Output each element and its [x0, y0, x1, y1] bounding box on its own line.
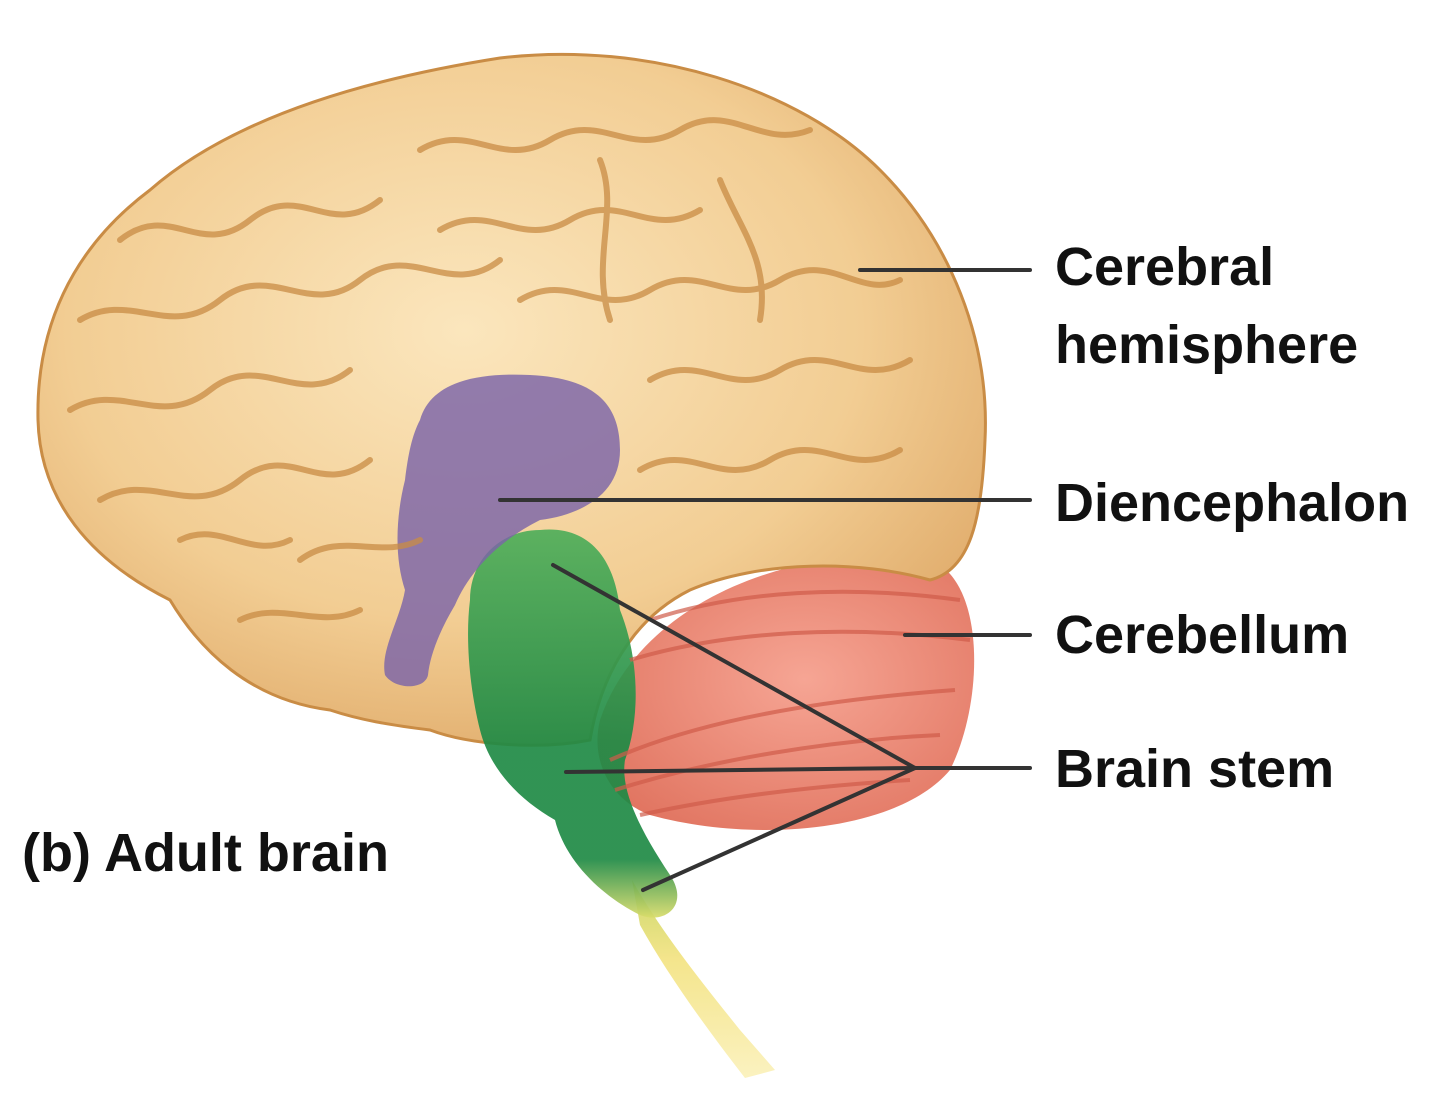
label-cerebellum: Cerebellum [1055, 605, 1350, 665]
label-cerebral-line1: Cerebral [1055, 237, 1275, 297]
label-brain-stem: Brain stem [1055, 739, 1335, 799]
leader-lines [498, 268, 1032, 892]
brain-folds [67, 117, 913, 623]
figure-caption: (b) Adult brain [22, 823, 389, 883]
spinal-cord [632, 880, 775, 1078]
label-cerebral-line2: hemisphere [1055, 315, 1359, 375]
leader-stem-lower [641, 766, 917, 892]
diencephalon-region [384, 374, 620, 687]
leader-stem-mid [564, 766, 917, 774]
brain-stem-region [468, 529, 678, 918]
label-diencephalon: Diencephalon [1055, 473, 1410, 533]
cerebellum-region [597, 556, 975, 830]
leader-stem-upper [551, 563, 917, 770]
